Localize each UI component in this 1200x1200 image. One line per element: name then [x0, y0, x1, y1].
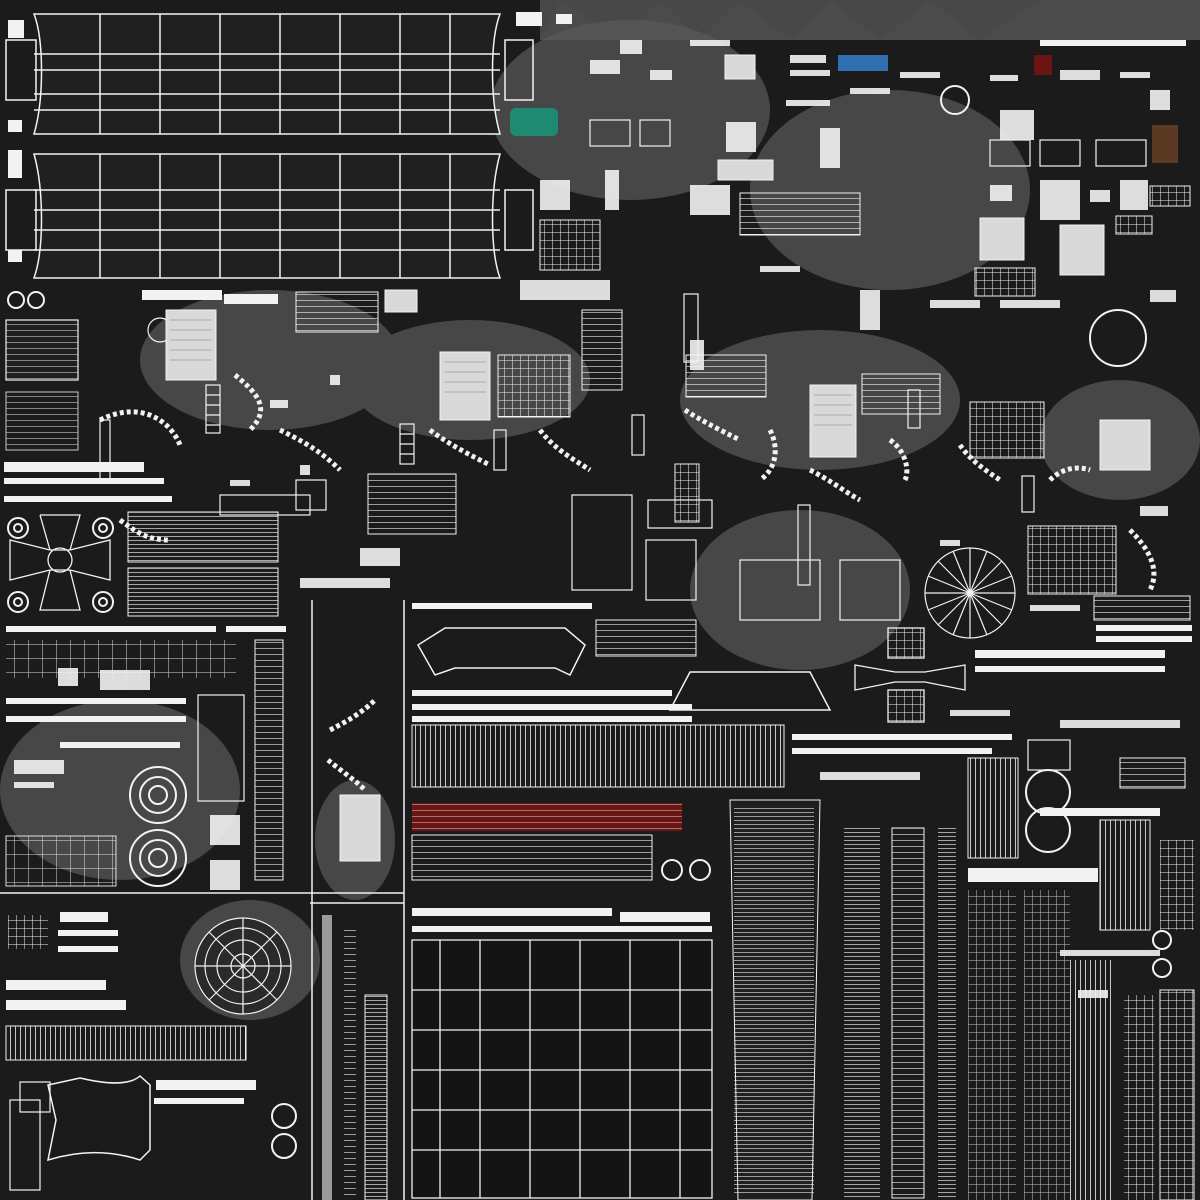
wireframe-island-icon: [5, 13, 534, 279]
barcode-strip-1: [411, 724, 785, 788]
small-part-islands: [14, 40, 1180, 998]
trapezoid-islands: [47, 627, 832, 1162]
brown-island: [1152, 125, 1178, 163]
maroon-small-island: [1034, 55, 1052, 75]
gear-island-icon: [147, 317, 1016, 1015]
large-grid-panel: [411, 939, 713, 1199]
wheel-island-icon: [7, 85, 1172, 1159]
teal-island: [510, 108, 558, 136]
propeller-island: [9, 514, 966, 723]
grid-island-icon: [5, 319, 279, 1061]
chain-segment-islands: [98, 373, 1157, 792]
ladder-islands: [99, 293, 1035, 586]
column-islands: [254, 639, 1195, 1200]
blue-island: [838, 55, 888, 71]
bright-pad-islands: [165, 54, 1151, 862]
barcode-strip-2: [411, 834, 653, 881]
